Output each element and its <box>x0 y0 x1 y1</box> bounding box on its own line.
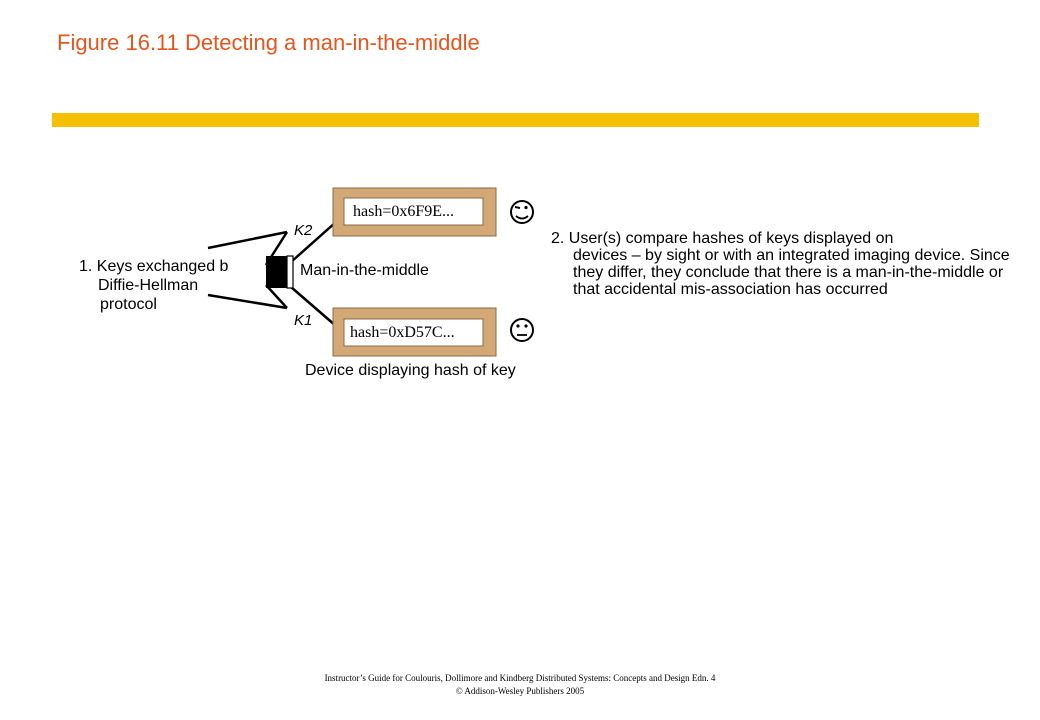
k2-label: K2 <box>294 222 313 239</box>
wink-face-icon <box>510 200 534 224</box>
footer-line1: Instructor’s Guide for Coulouris, Dollim… <box>324 673 716 683</box>
step1-line1: 1. Keys exchanged b <box>79 258 229 275</box>
page-title: Figure 16.11 Detecting a man-in-the-midd… <box>57 30 480 55</box>
mitm-label: Man-in-the-middle <box>300 262 429 279</box>
k2-line <box>290 221 337 263</box>
neutral-face-icon <box>510 318 534 342</box>
key-exchange-line-top <box>207 230 288 250</box>
device-bottom <box>332 307 497 357</box>
device-caption: Device displaying hash of key <box>305 362 516 379</box>
step1-line2: Diffie-Hellman <box>98 277 199 294</box>
step2-note: 2. User(s) compare hashes of keys displa… <box>551 230 1011 298</box>
device-top <box>332 187 497 237</box>
footer-line2: © Addison-Wesley Publishers 2005 <box>455 686 585 696</box>
k1-label: K1 <box>294 312 313 329</box>
mitm-device-icon <box>266 255 294 289</box>
k1-line <box>290 286 337 327</box>
key-exchange-line-bottom <box>207 293 288 310</box>
step2-rest: devices – by sight or with an integrated… <box>573 247 1010 298</box>
title-divider-bar <box>52 113 979 127</box>
step1-line3: protocol <box>100 296 157 313</box>
mitm-link-bottom-left <box>265 284 288 309</box>
device-bottom-hash: hash=0xD57C... <box>350 324 455 341</box>
device-top-hash: hash=0x6F9E... <box>353 203 455 220</box>
step2-first-line: 2. User(s) compare hashes of keys displa… <box>551 230 894 247</box>
